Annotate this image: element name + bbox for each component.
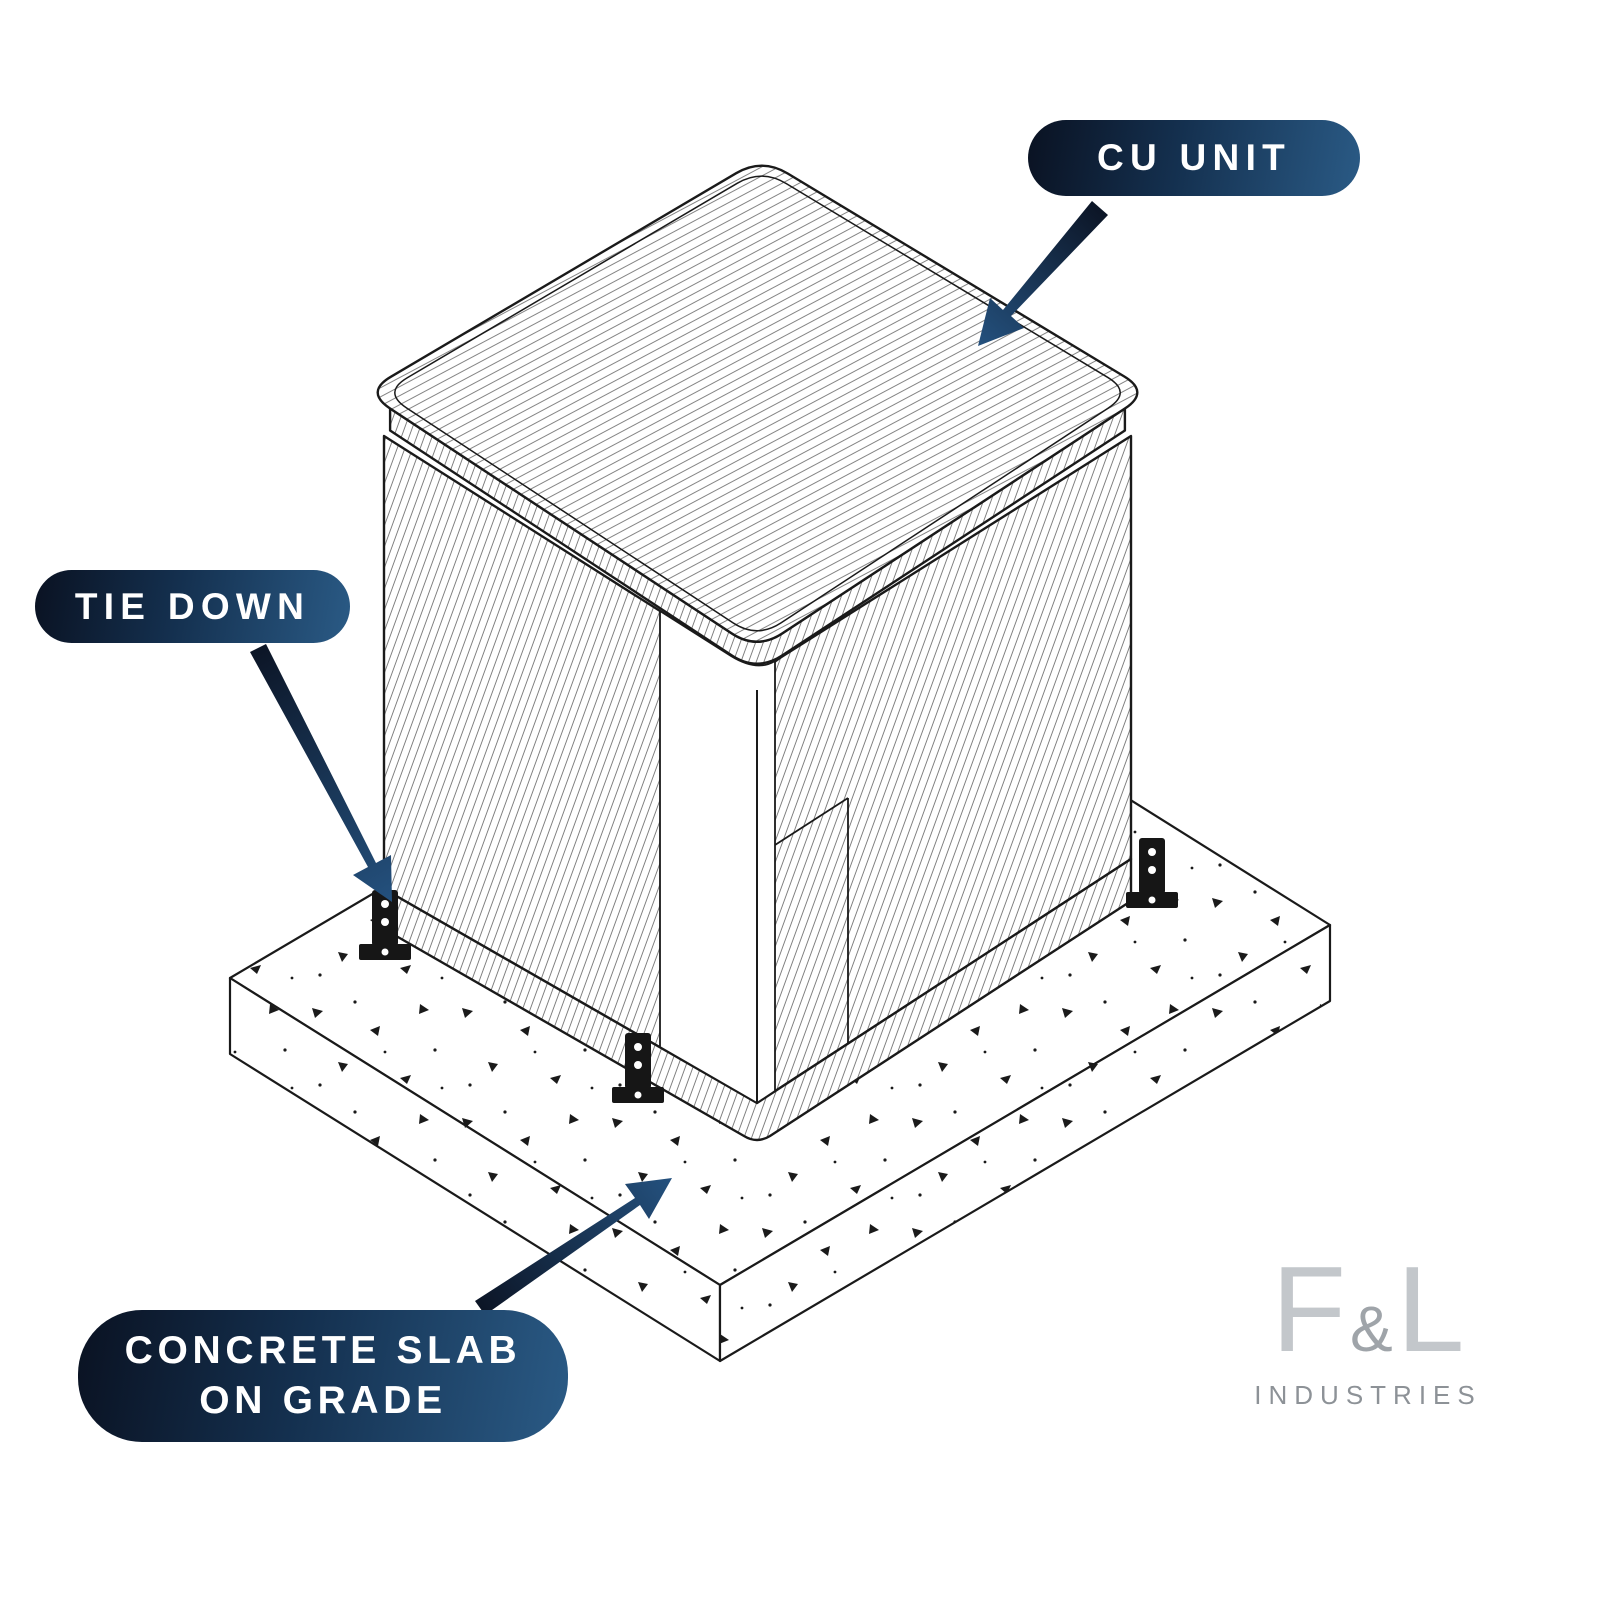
cu-unit-drawing bbox=[376, 164, 1139, 1142]
arrow-to-concrete-slab bbox=[475, 1178, 672, 1315]
label-tie-down-text: TIE DOWN bbox=[74, 585, 311, 627]
company-logo: F & L INDUSTRIES bbox=[1248, 1248, 1488, 1411]
unit-basepan bbox=[382, 857, 1133, 1142]
label-concrete-slab: CONCRETE SLAB ON GRADE bbox=[78, 1310, 568, 1442]
logo-subtitle: INDUSTRIES bbox=[1254, 1380, 1482, 1410]
logo-letters: F & L bbox=[1248, 1248, 1488, 1370]
slab-front-right-face bbox=[718, 923, 1332, 1363]
arrow-to-tie-down bbox=[250, 644, 392, 902]
unit-panel-seams bbox=[774, 797, 849, 1044]
label-concrete-slab-line1: CONCRETE SLAB bbox=[124, 1329, 522, 1373]
logo-letter-l: L bbox=[1396, 1241, 1465, 1377]
label-tie-down: TIE DOWN bbox=[35, 570, 350, 643]
annotation-arrows bbox=[250, 201, 1108, 1315]
logo-letter-f: F bbox=[1271, 1241, 1346, 1377]
label-concrete-slab-line2: ON GRADE bbox=[199, 1379, 447, 1422]
label-cu-unit-text: CU UNIT bbox=[1096, 137, 1292, 178]
unit-front-panel bbox=[659, 610, 776, 1104]
logo-ampersand: & bbox=[1349, 1293, 1393, 1365]
arrow-to-cu-unit bbox=[978, 201, 1108, 346]
unit-top-face bbox=[376, 164, 1139, 643]
label-cu-unit: CU UNIT bbox=[1028, 120, 1360, 196]
unit-top-rim-line bbox=[394, 175, 1121, 632]
